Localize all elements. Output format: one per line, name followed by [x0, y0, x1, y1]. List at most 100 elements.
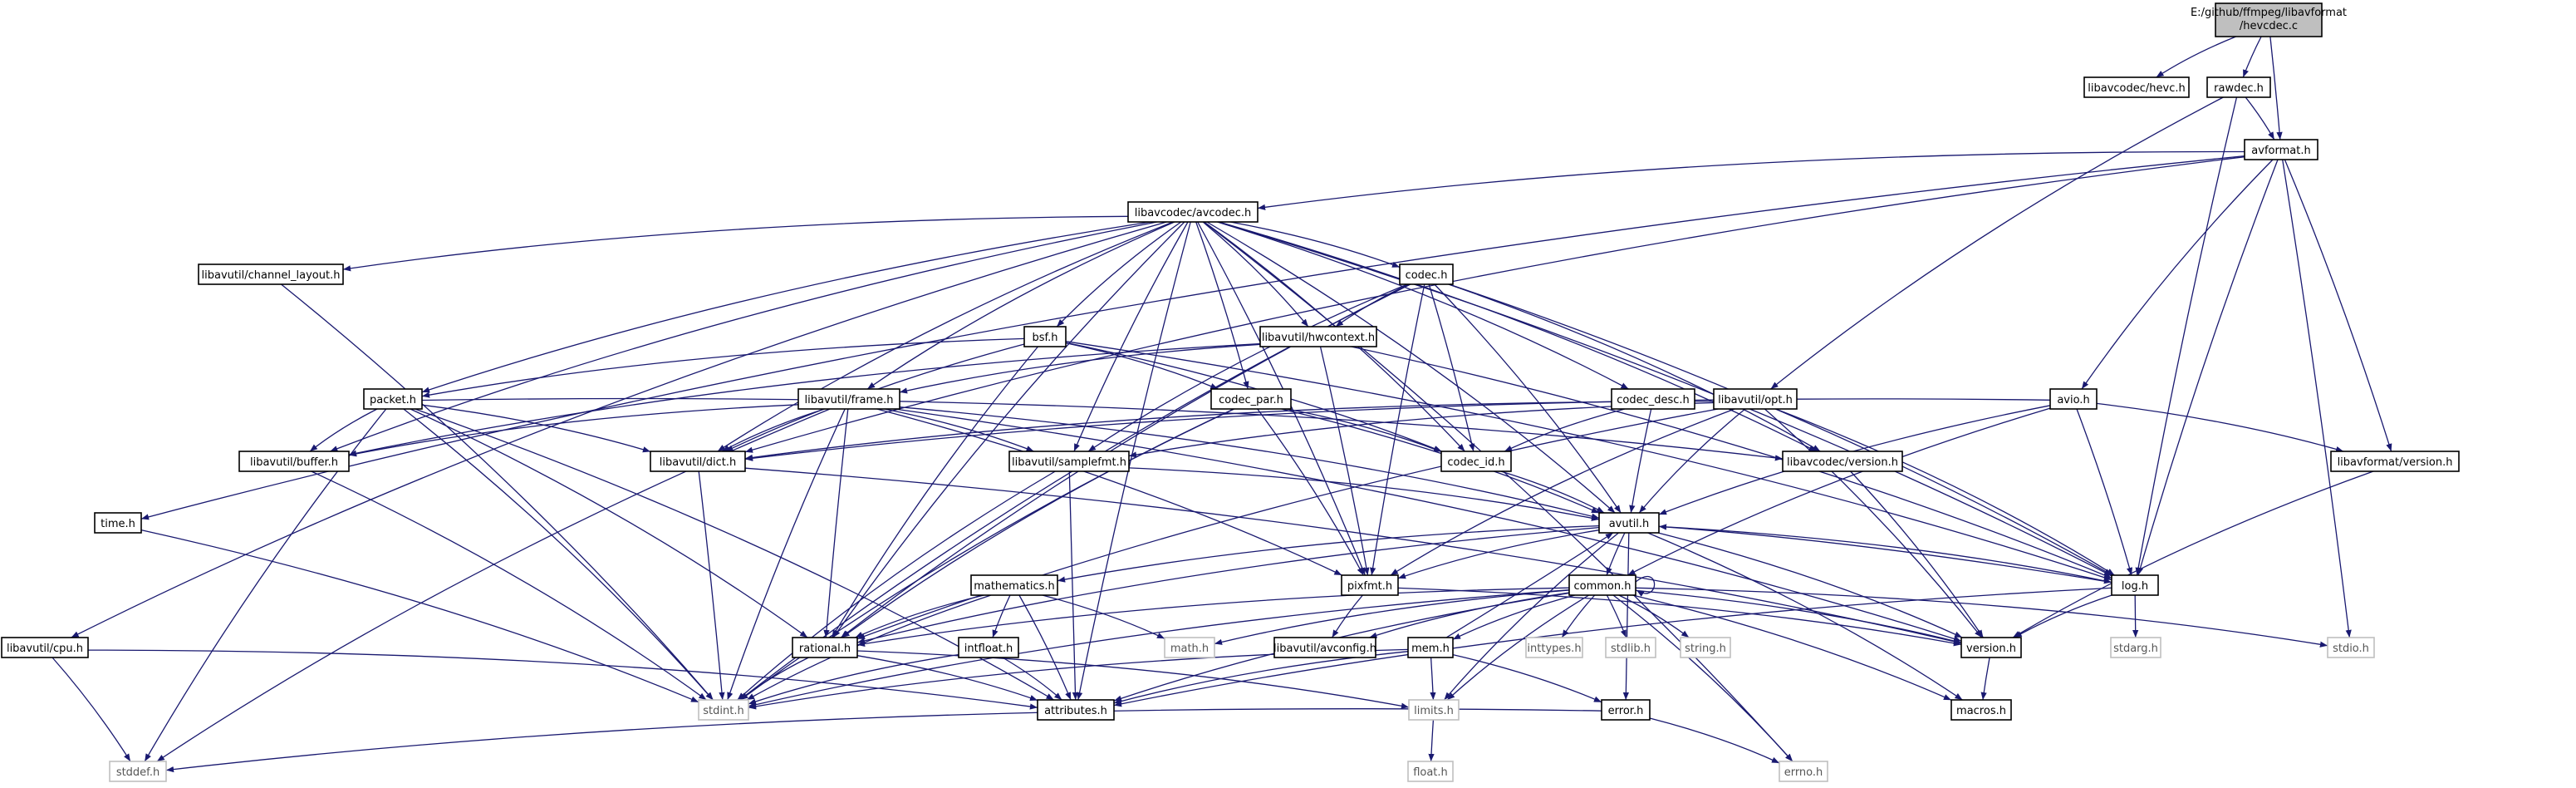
node-label: stdio.h: [2333, 643, 2369, 655]
node-box: [1008, 451, 1130, 472]
node-rational-h[interactable]: rational.h: [792, 637, 858, 658]
node-box: [970, 574, 1058, 596]
edge-avcodec_h-to-buffer_h: [330, 221, 1157, 452]
node-label: math.h: [1170, 643, 1209, 655]
node-codec-par-h[interactable]: codec_par.h: [1210, 388, 1292, 410]
node-macros-h[interactable]: macros.h: [1950, 699, 2012, 721]
node-packet-h[interactable]: packet.h: [363, 388, 423, 410]
edge-common_h-to-stdio_h: [1635, 587, 2328, 648]
edge-mem_h-to-error_h: [1452, 653, 1602, 703]
node-codec-desc-h[interactable]: codec_desc.h: [1611, 388, 1695, 410]
node-avutil-h[interactable]: avutil.h: [1598, 512, 1660, 534]
edge-avutil_h-to-error_h: [1622, 532, 1630, 701]
edge-avcodec_h-to-dict_h: [717, 221, 1174, 452]
edge-avcodec_h-to-cpu_h: [71, 221, 1167, 638]
edge-common_h-to-rational_h: [856, 587, 1570, 648]
node-time-h[interactable]: time.h: [94, 512, 142, 534]
node-channel-layout-h[interactable]: libavutil/channel_layout.h: [198, 263, 344, 285]
node-avcodec-h[interactable]: libavcodec/avcodec.h: [1127, 201, 1259, 223]
node-box: [198, 263, 344, 285]
node-pixfmt-h[interactable]: pixfmt.h: [1341, 574, 1399, 596]
node-box: [1598, 512, 1660, 534]
edge-codec_h-to-codec_id_h: [1428, 283, 1475, 452]
node-lavc-version-h[interactable]: libavcodec/version.h: [1782, 451, 1903, 472]
node-label: pixfmt.h: [1347, 580, 1392, 593]
node-codec-id-h[interactable]: codec_id.h: [1440, 451, 1512, 472]
node-buffer-h[interactable]: libavutil/buffer.h: [238, 451, 350, 472]
node-lavf-version-h[interactable]: libavformat/version.h: [2330, 451, 2460, 472]
node-samplefmt-h[interactable]: libavutil/samplefmt.h: [1008, 451, 1130, 472]
root-title-line: /hevcdec.c: [2240, 20, 2298, 32]
node-label: packet.h: [370, 394, 416, 406]
edge-avutil_h-to-log_h: [1658, 525, 2112, 584]
node-frame-h[interactable]: libavutil/frame.h: [797, 388, 900, 410]
edges-layer: [52, 36, 2392, 773]
node-label: libavutil/frame.h: [805, 394, 894, 406]
edge-frame_h-to-samplefmt_h: [884, 408, 1034, 452]
node-label: codec_desc.h: [1617, 394, 1690, 406]
node-hwcontext-h[interactable]: libavutil/hwcontext.h: [1259, 326, 1377, 347]
edge-avformat_h-to-time_h: [140, 155, 2245, 520]
node-log-h[interactable]: log.h: [2111, 574, 2159, 596]
edge-channel_layout_h-to-stdint_h: [281, 283, 714, 701]
node-label: error.h: [1608, 705, 1644, 717]
edge-avcodec_h-to-packet_h: [421, 221, 1151, 393]
node-label: stddef.h: [116, 766, 159, 779]
node-errno-h: errno.h: [1779, 761, 1828, 782]
node-attributes-h[interactable]: attributes.h: [1037, 699, 1115, 721]
node-avformat-h[interactable]: avformat.h: [2244, 139, 2318, 160]
node-version-h[interactable]: version.h: [1960, 637, 2022, 658]
edge-avio_h-to-common_h: [1627, 407, 2051, 576]
node-box: [1037, 699, 1115, 721]
node-inttypes-h: inttypes.h: [1525, 637, 1583, 658]
edge-avformat_h-to-log_h: [2137, 159, 2279, 576]
node-dict-h[interactable]: libavutil/dict.h: [650, 451, 746, 472]
node-label: libavutil/dict.h: [660, 456, 737, 469]
edge-hwcontext_h-to-pixfmt_h: [1319, 346, 1370, 576]
node-label: stdarg.h: [2113, 643, 2158, 655]
node-math-h: math.h: [1164, 637, 1215, 658]
node-mem-h[interactable]: mem.h: [1407, 637, 1454, 658]
node-box: [1127, 201, 1259, 223]
node-rawdec-h[interactable]: rawdec.h: [2206, 76, 2271, 98]
node-label: avio.h: [2057, 394, 2089, 406]
node-label: libavutil/hwcontext.h: [1262, 332, 1375, 344]
edge-avutil_h-to-rational_h: [856, 526, 1600, 644]
node-label: libavutil/cpu.h: [7, 643, 83, 655]
node-label: libavcodec/version.h: [1787, 456, 1898, 469]
edge-frame_h-to-dict_h: [721, 408, 826, 452]
edge-opt_h-to-version_h: [1764, 408, 1983, 638]
node-mathematics-h[interactable]: mathematics.h: [970, 574, 1058, 596]
edge-avutil_h-to-limits_h: [1444, 532, 1619, 701]
node-box: [1399, 263, 1454, 285]
node-stddef-h: stddef.h: [109, 761, 167, 782]
edge-common_h-to-avconfig_h: [1369, 592, 1570, 638]
edge-avcodec_h-to-errno_h: [1203, 221, 1793, 762]
edge-avcodec_h-to-codec_h: [1229, 221, 1401, 268]
node-label: libavutil/channel_layout.h: [202, 269, 341, 282]
node-avio-h[interactable]: avio.h: [2049, 388, 2098, 410]
node-cpu-h[interactable]: libavutil/cpu.h: [1, 637, 89, 658]
node-box: [1782, 451, 1903, 472]
edge-bsf_h-to-codec_par_h: [1065, 342, 1219, 390]
node-box: [1605, 637, 1656, 658]
edge-packet_h-to-rational_h: [410, 408, 808, 638]
node-common-h[interactable]: common.h: [1568, 574, 1636, 596]
node-box: [1950, 699, 2012, 721]
node-root[interactable]: E:/github/ffmpeg/libavformat/hevcdec.c: [2191, 2, 2347, 37]
node-error-h[interactable]: error.h: [1601, 699, 1651, 721]
edge-bsf_h-to-log_h: [1065, 341, 2112, 581]
node-box: [1, 637, 89, 658]
node-opt-h[interactable]: libavutil/opt.h: [1713, 388, 1798, 410]
node-label: inttypes.h: [1527, 643, 1581, 655]
node-intfloat-h[interactable]: intfloat.h: [958, 637, 1019, 658]
edge-pixfmt_h-to-avconfig_h: [1332, 594, 1363, 638]
node-hevc-h[interactable]: libavcodec/hevc.h: [2083, 76, 2190, 98]
node-label: log.h: [2122, 580, 2148, 593]
node-label: macros.h: [1956, 705, 2006, 717]
node-label: intfloat.h: [964, 643, 1013, 655]
node-avconfig-h[interactable]: libavutil/avconfig.h: [1273, 637, 1376, 658]
node-bsf-h[interactable]: bsf.h: [1023, 326, 1067, 347]
node-box: [650, 451, 746, 472]
node-codec-h[interactable]: codec.h: [1399, 263, 1454, 285]
